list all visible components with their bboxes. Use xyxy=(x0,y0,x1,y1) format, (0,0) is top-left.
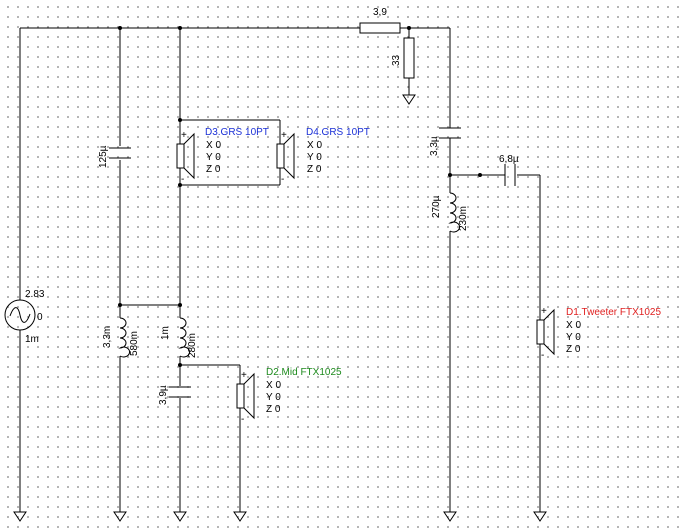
source-impedance: 1m xyxy=(25,334,39,345)
capacitor-mid-value: 3,9µ xyxy=(158,385,169,405)
speaker-d4-x: X 0 xyxy=(307,140,322,151)
capacitor-tweeter[interactable]: 6,8µ xyxy=(499,154,519,186)
inductor-left-resistance: 580m xyxy=(129,331,140,356)
capacitor-left[interactable]: 125µ xyxy=(98,145,131,168)
capacitor-mid[interactable]: 3,9µ xyxy=(158,385,191,405)
inductor-mid-value: 1m xyxy=(160,326,171,340)
speaker-d2[interactable]: + - D2.Mid FTX1025 X 0 Y 0 Z 0 xyxy=(236,367,342,425)
inductor-left-value: 3,3m xyxy=(102,326,113,348)
junction-dots xyxy=(118,26,482,367)
speaker-d1-z: Z 0 xyxy=(566,344,581,355)
speaker-d2-y: Y 0 xyxy=(266,392,281,403)
ac-source-icon xyxy=(4,299,36,331)
inductor-right[interactable]: 270µ 230m xyxy=(431,192,469,233)
capacitor-right[interactable]: 3,3µ xyxy=(429,118,461,156)
ground-icon xyxy=(443,511,457,522)
minus-icon: - xyxy=(281,174,284,185)
capacitor-right-value: 3,3µ xyxy=(429,136,440,156)
minus-icon: - xyxy=(241,414,244,425)
speaker-d2-label: D2.Mid FTX1025 xyxy=(266,367,342,378)
speaker-d3-x: X 0 xyxy=(206,140,221,151)
speaker-d3-z: Z 0 xyxy=(206,164,221,175)
speaker-d4-label: D4.GRS 10PT xyxy=(306,127,370,138)
inductor-right-value: 270µ xyxy=(431,195,442,218)
speaker-d1-label: D1.Tweeter FTX1025 xyxy=(566,307,661,318)
speaker-d1-y: Y 0 xyxy=(566,332,581,343)
ground-icon xyxy=(173,511,187,522)
resistor-series-value: 3,9 xyxy=(373,7,387,18)
ground-icon xyxy=(402,94,416,105)
plus-icon: + xyxy=(281,130,287,141)
speaker-d3-y: Y 0 xyxy=(206,152,221,163)
plus-icon: + xyxy=(241,370,247,381)
plus-icon: + xyxy=(541,306,547,317)
coil-icon xyxy=(448,192,461,233)
resistor-shunt[interactable]: 33 xyxy=(391,37,415,79)
ground-icon xyxy=(13,511,27,522)
wires xyxy=(19,27,541,512)
ground-icon xyxy=(533,511,547,522)
speaker-d4[interactable]: + - D4.GRS 10PT X 0 Y 0 Z 0 xyxy=(276,127,370,185)
coil-icon xyxy=(178,317,191,358)
ground-icon xyxy=(233,511,247,522)
speaker-d4-z: Z 0 xyxy=(307,164,322,175)
speaker-d2-x: X 0 xyxy=(266,380,281,391)
speaker-d1-x: X 0 xyxy=(566,320,581,331)
speaker-d2-z: Z 0 xyxy=(266,404,281,415)
inductor-mid[interactable]: 1m 280m xyxy=(160,317,198,358)
plus-icon: + xyxy=(181,130,187,141)
speaker-d1[interactable]: + - D1.Tweeter FTX1025 X 0 Y 0 Z 0 xyxy=(536,305,661,361)
source-phase: 0 xyxy=(37,312,43,323)
voltage-source[interactable]: 2.83 0 1m xyxy=(4,289,45,345)
inductor-mid-resistance: 280m xyxy=(187,333,198,358)
ground-icon xyxy=(113,511,127,522)
speaker-icon xyxy=(176,143,185,169)
speaker-icon xyxy=(536,319,545,345)
sine-wave-icon xyxy=(9,307,31,323)
speaker-d3[interactable]: + - D3.GRS 10PT X 0 Y 0 Z 0 xyxy=(176,127,269,185)
minus-icon: - xyxy=(541,350,544,361)
ground-symbols xyxy=(13,94,547,522)
capacitor-left-value: 125µ xyxy=(98,145,109,168)
resistor-icon xyxy=(403,37,415,79)
capacitor-tweeter-value: 6,8µ xyxy=(499,154,519,165)
speaker-icon xyxy=(276,143,285,169)
inductor-left[interactable]: 3,3m 580m xyxy=(102,317,140,358)
minus-icon: - xyxy=(181,174,184,185)
speaker-d3-label: D3.GRS 10PT xyxy=(205,127,269,138)
source-amplitude: 2.83 xyxy=(25,289,45,300)
resistor-shunt-value: 33 xyxy=(391,54,402,66)
speaker-icon xyxy=(236,383,245,409)
speaker-d4-y: Y 0 xyxy=(307,152,322,163)
coil-icon xyxy=(118,317,131,358)
inductor-right-resistance: 230m xyxy=(458,206,469,231)
resistor-icon xyxy=(359,22,401,34)
resistor-series[interactable]: 3,9 xyxy=(359,7,401,34)
